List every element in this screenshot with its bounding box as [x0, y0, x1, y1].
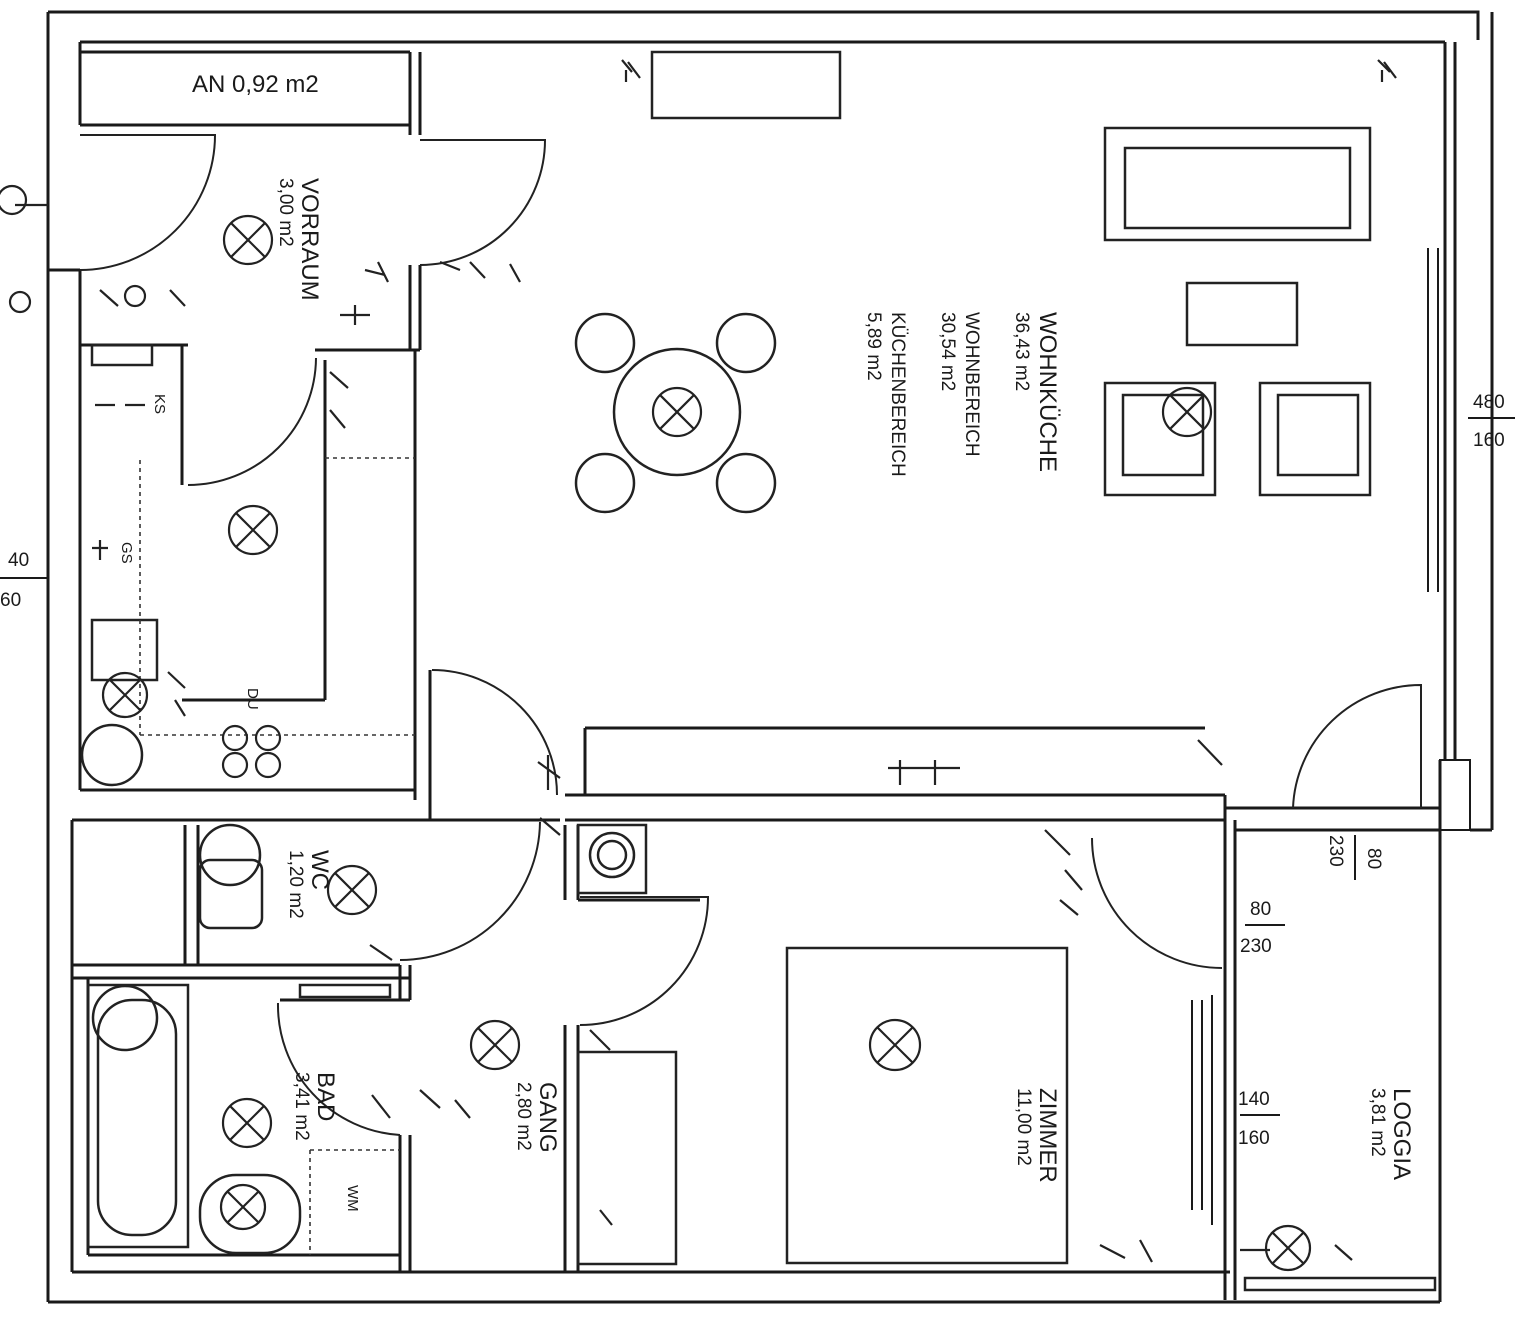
- sub-area-kuechenbereich-value: 5,89 m2: [863, 312, 884, 381]
- dining-table: [612, 347, 742, 477]
- dim-living-window-bottom: 160: [1473, 430, 1505, 451]
- door-gang-wc: [399, 821, 541, 961]
- ceiling-light-icon: [227, 504, 279, 556]
- ceiling-light-icon: [219, 1183, 267, 1231]
- bathtub: [86, 983, 190, 1249]
- room-name-gang: GANG: [534, 1082, 561, 1153]
- dim-room-door-top: 80: [1250, 899, 1271, 920]
- bath-sink: [198, 1173, 302, 1255]
- door-swings: [79, 134, 1422, 1136]
- dashed-lines: [139, 457, 415, 1255]
- room-area-loggia: 3,81 m2: [1367, 1088, 1388, 1157]
- ceiling-light-icon: [469, 1019, 521, 1071]
- door-zimmer-living: [1091, 837, 1223, 969]
- dimension-lines: [0, 417, 1515, 1116]
- dim-left-window-bottom: 60: [0, 590, 21, 611]
- fixture-label-gs: GS: [118, 542, 135, 564]
- door-gang-bad: [276, 1002, 401, 1136]
- coffee-table: [1185, 281, 1299, 347]
- room-name-zimmer: ZIMMER: [1034, 1088, 1061, 1183]
- sofa: [1103, 126, 1372, 242]
- dim-living-window-top: 480: [1473, 392, 1505, 413]
- room-name-vorraum: VORRAUM: [296, 178, 323, 301]
- shower-drain: [80, 723, 144, 787]
- kitchen-counter: [650, 50, 842, 120]
- interior-walls: [48, 52, 1440, 1300]
- wardrobe: [576, 1050, 678, 1266]
- fixture-label-wm: WM: [344, 1185, 361, 1212]
- chair: [574, 312, 636, 374]
- ceiling-light-icon: [868, 1018, 922, 1072]
- ceiling-light-icon: [326, 864, 378, 916]
- room-area-wc: 1,20 m2: [285, 850, 306, 919]
- room-name-loggia: LOGGIA: [1388, 1088, 1415, 1180]
- dim-loggia-door-top: 80: [1363, 848, 1384, 869]
- washbasin: [91, 984, 159, 1052]
- wc-toilet: [198, 858, 264, 930]
- chair: [574, 452, 636, 514]
- room-area-wohnkueche: 36,43 m2: [1011, 312, 1032, 391]
- door-vorraum-bathroom: [79, 134, 217, 271]
- ceiling-lights: [101, 214, 1312, 1272]
- room-area-bad: 3,41 m2: [291, 1072, 312, 1141]
- door-gang-zimmer: [579, 896, 710, 1026]
- windows: [1191, 248, 1439, 1225]
- sub-area-kuechenbereich: KÜCHENBEREICH: [887, 312, 908, 477]
- room-area-zimmer: 11,00 m2: [1013, 1088, 1034, 1166]
- ceiling-light-icon: [101, 671, 149, 719]
- armchair-left: [1103, 381, 1217, 497]
- dim-left-window-top: 40: [8, 550, 29, 571]
- dim-room-window-bottom: 160: [1238, 1128, 1270, 1149]
- room-area-vorraum: 3,00 m2: [275, 178, 296, 247]
- room-labels: AN 0,92 m2 VORRAUM 3,00 m2 WOHNKÜCHE 36,…: [118, 71, 1415, 1212]
- ceiling-light-icon: [1264, 1224, 1312, 1272]
- ceiling-light-icon: [1161, 386, 1213, 438]
- fixture-label-ks: KS: [151, 394, 168, 414]
- door-living-gang: [431, 669, 558, 796]
- shower-unit: [90, 618, 159, 682]
- door-vorraum-shower: [187, 357, 317, 486]
- room-area-gang: 2,80 m2: [513, 1082, 534, 1151]
- chair: [715, 452, 777, 514]
- washing-machine-box: [576, 823, 648, 895]
- room-name-wc: WC: [306, 850, 333, 890]
- door-vorraum-living: [419, 139, 547, 266]
- fixture-label-du: DU: [244, 688, 261, 710]
- room-name-wohnkueche: WOHNKÜCHE: [1034, 312, 1061, 472]
- sub-area-wohnbereich: WOHNBEREICH: [961, 312, 982, 457]
- sub-area-wohnbereich-value: 30,54 m2: [937, 312, 958, 391]
- ceiling-light-icon: [221, 1097, 273, 1149]
- furniture: [80, 50, 1437, 1292]
- loggia-window: [1243, 1276, 1437, 1292]
- dim-room-door-bottom: 230: [1240, 936, 1272, 957]
- room-name-bad: BAD: [312, 1072, 339, 1121]
- dimension-labels: 480 160 40 60 80 230 80 230 140 160: [0, 392, 1505, 1149]
- outer-walls: [46, 10, 1494, 1304]
- chair: [715, 312, 777, 374]
- bed: [785, 946, 1069, 1265]
- room-label-an: AN 0,92 m2: [192, 71, 319, 98]
- switch-symbols: [0, 59, 1397, 1263]
- dim-room-window-top: 140: [1238, 1089, 1270, 1110]
- ceiling-light-icon: [222, 214, 274, 266]
- door-loggia: [1292, 683, 1422, 809]
- dim-loggia-door-bottom: 230: [1325, 835, 1346, 867]
- armchair-right: [1258, 381, 1372, 497]
- ceiling-light-icon: [651, 386, 703, 438]
